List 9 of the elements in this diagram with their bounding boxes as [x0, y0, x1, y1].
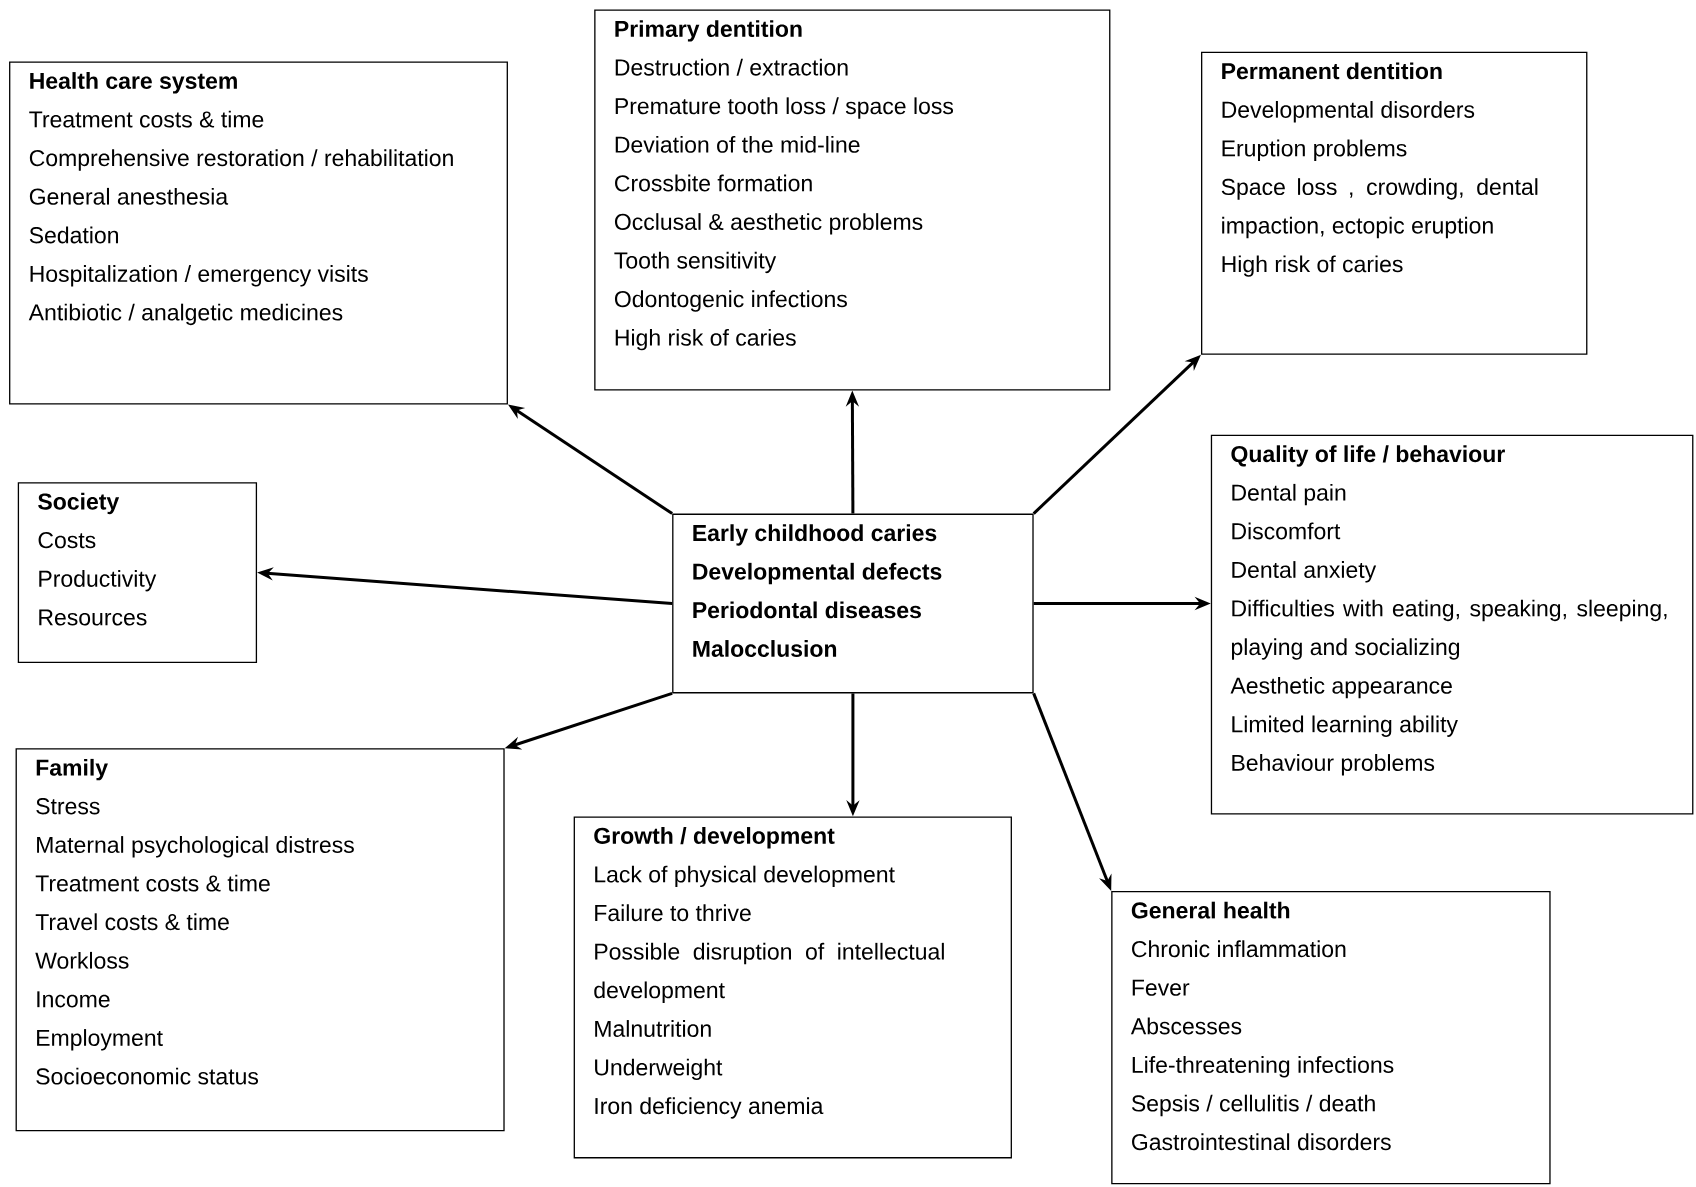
info-box: Permanent dentition Developmental disorders Eruption problems Space loss , crowding, dental impaction, ectopic eruption High risk of caries — [1201, 51, 1588, 355]
info-box: Quality of life / behaviour Dental pain Discomfort Dental anxiety Difficulties with eating, speaking, sleeping, playing and socializing Aesthetic appearance Limited learning ability Behaviour problems — [1210, 434, 1694, 815]
info-box: Family Stress Maternal psychological distress Treatment costs & time Travel costs & time Workloss Income Employment Socioeconomic status — [15, 748, 505, 1132]
info-box: Growth / development Lack of physical development Failure to thrive Possible disruption of intellectual development Malnutrition Underweight Iron deficiency anemia — [573, 816, 1012, 1159]
info-box: General health Chronic inflammation Fever Abscesses Life-threatening infections Sepsis / cellulitis / death Gastrointestinal disorders — [1111, 891, 1551, 1185]
info-box: Health care system Treatment costs & time Comprehensive restoration / rehabilitation General anesthesia Sedation Hospitalization / emergency visits Antibiotic / analgetic medicines — [9, 61, 508, 405]
info-box: Early childhood caries Developmental defects Periodontal diseases Malocclusion — [672, 513, 1034, 694]
info-box: Society Costs Productivity Resources — [17, 482, 258, 664]
info-box: Primary dentition Destruction / extraction Premature tooth loss / space loss Deviation of the mid-line Crossbite formation Occlusal & aesthetic problems Tooth sensitivity Odontogenic infections High risk of caries — [594, 9, 1111, 391]
